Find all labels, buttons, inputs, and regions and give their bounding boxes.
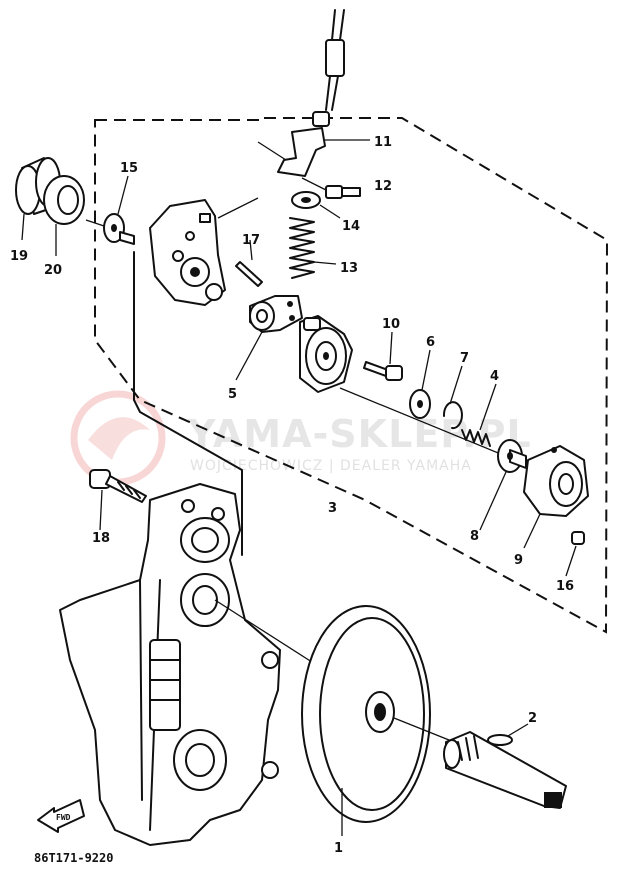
part-17-pin xyxy=(235,239,263,287)
front-arrow-label: FWD xyxy=(56,813,71,822)
callout-13: 13 xyxy=(340,261,358,276)
part-9-cover xyxy=(523,445,589,549)
callout-18: 18 xyxy=(92,531,110,546)
bracket-leader-line xyxy=(133,251,243,556)
callout-8: 8 xyxy=(470,529,479,544)
governor-housing xyxy=(149,197,259,306)
part-20-collar xyxy=(43,175,85,256)
callout-3: 3 xyxy=(328,501,337,516)
part-16-screw xyxy=(565,531,585,577)
callout-15: 15 xyxy=(120,161,138,176)
part-18-bolt xyxy=(89,469,147,531)
callout-9: 9 xyxy=(514,553,523,568)
part-15-pin xyxy=(85,175,135,245)
watermark-dealer: WOJCIECHOWICZ | DEALER YAMAHA xyxy=(190,458,472,474)
callout-12: 12 xyxy=(374,179,392,194)
callout-6: 6 xyxy=(426,335,435,350)
callout-1: 1 xyxy=(334,841,343,856)
callout-19: 19 xyxy=(10,249,28,264)
part-11-bracket xyxy=(257,127,370,177)
part-1-sheave xyxy=(301,605,455,836)
front-arrow-icon: FWD xyxy=(37,799,85,833)
part-2-key xyxy=(487,723,529,746)
assembly-group-frame xyxy=(94,117,609,634)
part-7-circlip xyxy=(442,365,463,430)
part-14-seat xyxy=(291,191,341,219)
callout-16: 16 xyxy=(556,579,574,594)
governor-plate xyxy=(299,315,353,393)
part-4-spring xyxy=(461,383,497,447)
callouts: 1 2 3 4 5 6 7 8 9 10 11 12 13 14 15 16 1… xyxy=(10,135,574,856)
part-8-collar xyxy=(479,439,527,531)
part-6-washer xyxy=(409,349,431,419)
shaft-axis-line xyxy=(339,387,521,463)
callout-7: 7 xyxy=(460,351,469,366)
cable-assembly xyxy=(312,9,345,127)
part-12-bolt xyxy=(301,177,361,199)
callout-10: 10 xyxy=(382,317,400,332)
callout-14: 14 xyxy=(342,219,360,234)
shaft xyxy=(443,731,567,809)
part-10-bolt xyxy=(363,331,403,381)
part-5-lever xyxy=(235,295,303,381)
watermark-brand: YAMA-SKLEP.PL xyxy=(187,412,532,456)
callout-20: 20 xyxy=(44,263,62,278)
callout-11: 11 xyxy=(374,135,392,150)
callout-17: 17 xyxy=(242,233,260,248)
callout-5: 5 xyxy=(228,387,237,402)
callout-4: 4 xyxy=(490,369,499,384)
lower-housing xyxy=(59,483,341,846)
watermark: YAMA-SKLEP.PL WOJCIECHOWICZ | DEALER YAM… xyxy=(70,390,532,486)
callout-2: 2 xyxy=(528,711,537,726)
diagram-code: 86T171-9220 xyxy=(34,851,113,865)
part-13-spring xyxy=(289,217,337,279)
